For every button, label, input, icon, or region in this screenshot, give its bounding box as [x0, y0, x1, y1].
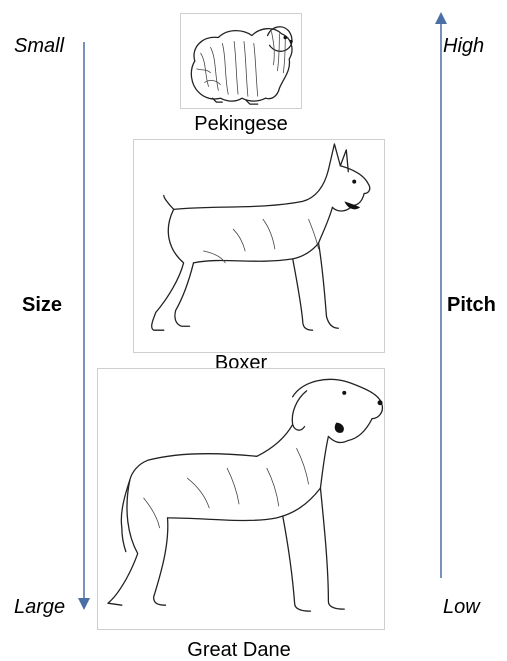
pekingese-drawing [181, 14, 301, 108]
great-dane-drawing [98, 369, 384, 629]
boxer-image [133, 139, 385, 353]
great-dane-image [97, 368, 385, 630]
size-large-label: Large [14, 597, 65, 617]
pitch-axis-title: Pitch [447, 295, 496, 315]
boxer-drawing [134, 140, 384, 352]
great-dane-caption: Great Dane [187, 640, 290, 660]
size-axis-title: Size [22, 295, 62, 315]
pekingese-image [180, 13, 302, 109]
pitch-low-label: Low [443, 597, 480, 617]
pekingese-caption: Pekingese [194, 114, 287, 134]
size-small-label: Small [14, 36, 64, 56]
pitch-high-label: High [443, 36, 484, 56]
